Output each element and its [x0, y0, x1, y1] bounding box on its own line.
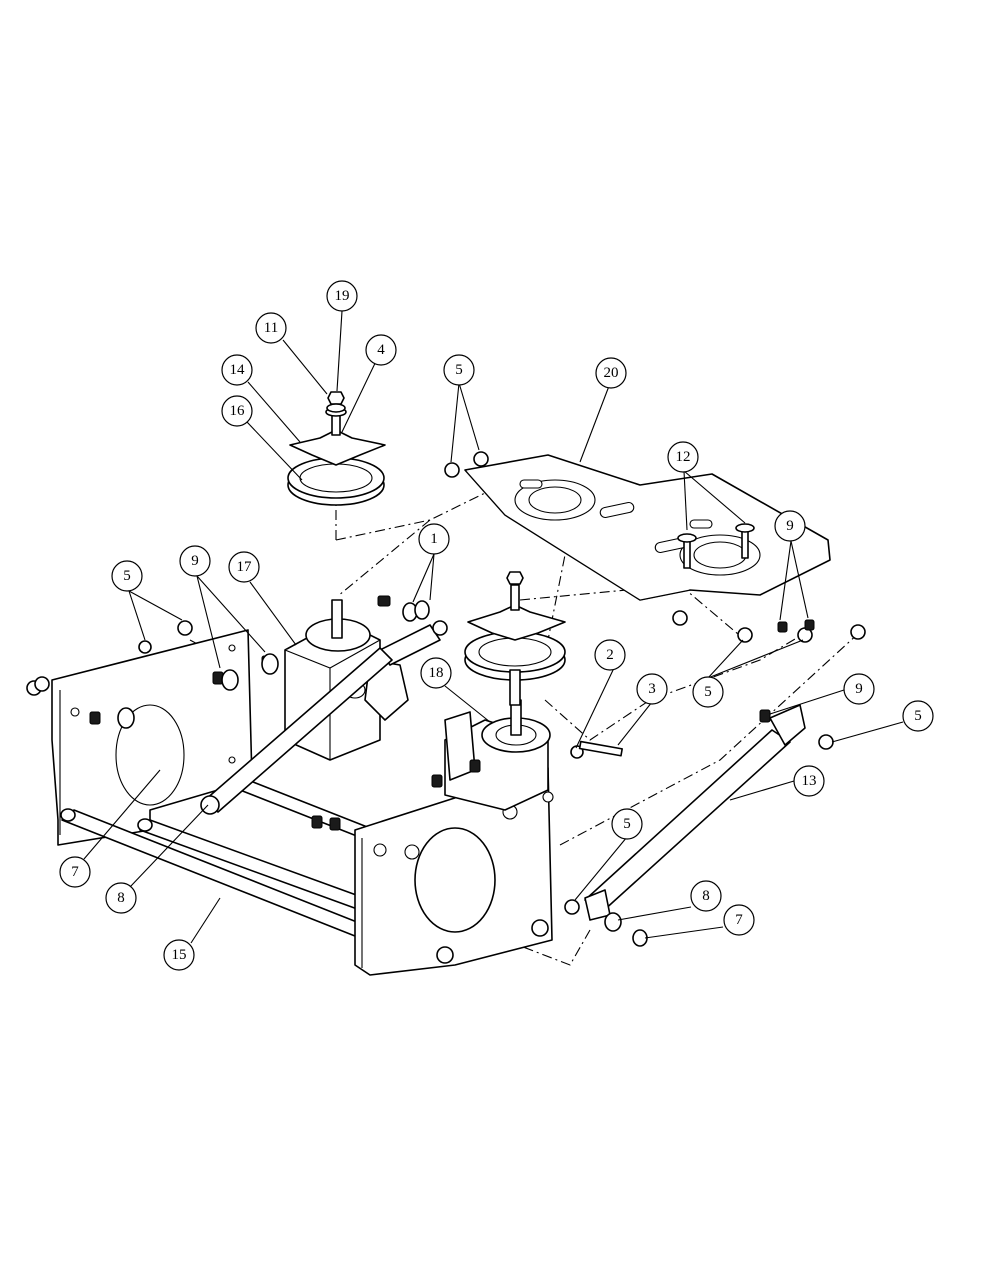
svg-text:20: 20: [604, 365, 619, 381]
svg-text:8: 8: [702, 888, 710, 904]
svg-text:15: 15: [172, 947, 187, 963]
callout-9: 9: [774, 510, 806, 542]
callout-9: 9: [179, 545, 211, 577]
svg-text:4: 4: [377, 342, 385, 358]
svg-text:14: 14: [230, 362, 246, 378]
callouts: 19 11 4 14 16 5 20 12 9 1 5 9 17 5 2 3 1…: [59, 280, 934, 971]
right-gearbox: [444, 699, 551, 811]
svg-text:18: 18: [429, 665, 444, 681]
top-mounting-channel: [464, 454, 831, 601]
svg-text:13: 13: [802, 773, 817, 789]
hardware: [26, 403, 866, 947]
right-side-plate: [354, 767, 554, 976]
callout-15: 15: [163, 939, 195, 971]
callout-1: 1: [418, 523, 450, 555]
svg-text:5: 5: [914, 708, 922, 724]
callout-12: 12: [667, 441, 699, 473]
callout-14: 14: [221, 354, 253, 386]
svg-text:12: 12: [676, 449, 691, 465]
callout-17: 17: [228, 551, 260, 583]
svg-text:16: 16: [230, 403, 246, 419]
left-side-plate: [51, 629, 253, 846]
left-link-rod: [200, 647, 393, 815]
svg-text:5: 5: [704, 684, 712, 700]
callout-5: 5: [902, 700, 934, 732]
callout-3: 3: [636, 673, 668, 705]
callout-7: 7: [59, 856, 91, 888]
svg-text:17: 17: [237, 559, 253, 575]
callout-19: 19: [326, 280, 358, 312]
callout-8: 8: [105, 882, 137, 914]
svg-text:5: 5: [455, 362, 463, 378]
callout-4: 4: [365, 334, 397, 366]
svg-text:9: 9: [855, 681, 863, 697]
callout-8: 8: [690, 880, 722, 912]
svg-text:19: 19: [335, 288, 350, 304]
callout-5: 5: [611, 808, 643, 840]
callout-20: 20: [595, 357, 627, 389]
callout-18: 18: [420, 657, 452, 689]
callout-7: 7: [723, 904, 755, 936]
svg-text:5: 5: [623, 816, 631, 832]
svg-text:11: 11: [264, 320, 278, 336]
lower-pulley-assembly: [464, 571, 566, 706]
callout-5: 5: [443, 354, 475, 386]
svg-text:5: 5: [123, 568, 131, 584]
svg-text:7: 7: [71, 864, 79, 880]
side-brace: [584, 704, 806, 921]
callout-13: 13: [793, 765, 825, 797]
callout-5: 5: [692, 676, 724, 708]
svg-text:1: 1: [430, 531, 438, 547]
leader-lines: [83, 310, 904, 944]
svg-text:2: 2: [606, 647, 614, 663]
svg-text:3: 3: [648, 681, 656, 697]
callout-9: 9: [843, 673, 875, 705]
svg-text:8: 8: [117, 890, 125, 906]
callout-2: 2: [594, 639, 626, 671]
svg-text:9: 9: [191, 553, 199, 569]
svg-text:9: 9: [786, 518, 794, 534]
callout-16: 16: [221, 395, 253, 427]
svg-text:7: 7: [735, 912, 743, 928]
callout-11: 11: [255, 312, 287, 344]
callout-5: 5: [111, 560, 143, 592]
